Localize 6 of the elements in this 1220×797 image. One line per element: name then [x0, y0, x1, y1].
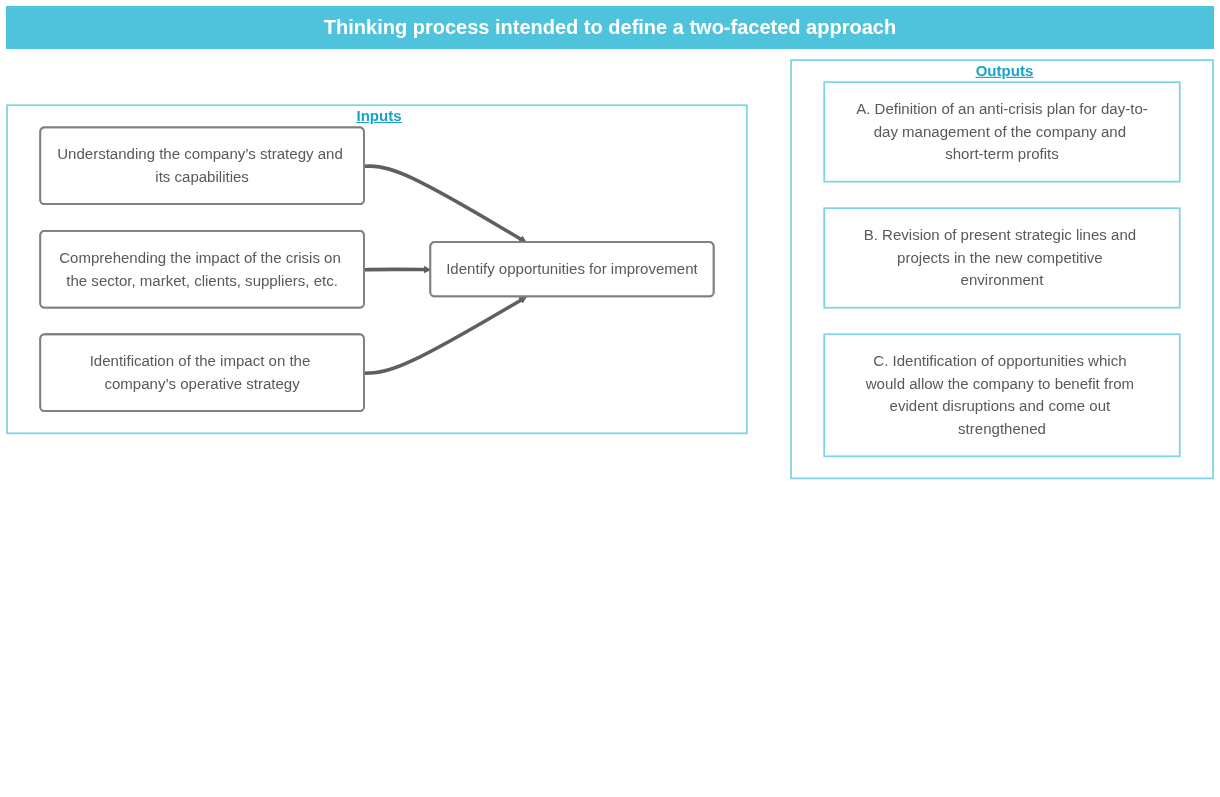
- node-box: B. Revision of present strategic lines and projects in the new competitive environment: [823, 207, 1181, 309]
- title-banner: Thinking process intended to define a two-faceted approach: [6, 6, 1214, 49]
- arrow: [364, 296, 527, 375]
- node-box: C. Identification of opportunities which would allow the company to benefit from evident disruptions and come out strengthened: [823, 333, 1181, 458]
- node-box: A. Definition of an anti-crisis plan for day-to-day management of the company and short-term profits: [823, 81, 1181, 183]
- arrow: [364, 164, 527, 243]
